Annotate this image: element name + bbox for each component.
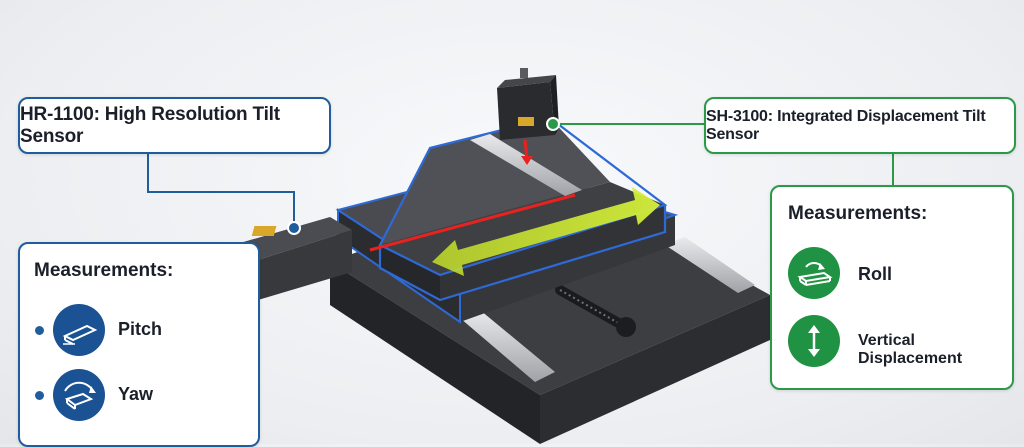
- sh-3100-title-callout: SH-3100: Integrated Displacement Tilt Se…: [704, 97, 1016, 154]
- base-rail-right: [665, 237, 755, 293]
- hr-1100-measurements-panel: Measurements: Pitch Yaw: [18, 242, 260, 447]
- lead-screw: [555, 285, 636, 337]
- sh-3100-sensor: [497, 68, 559, 140]
- measurement-vertical-displacement: Vertical Displacement: [858, 332, 963, 367]
- sh-3100-title: SH-3100: Integrated Displacement Tilt Se…: [706, 107, 986, 143]
- hr-1100-title: HR-1100: High Resolution Tilt Sensor: [20, 103, 280, 147]
- sh-connector-line: [546, 117, 894, 186]
- measurements-heading: Measurements:: [34, 260, 174, 281]
- measurement-roll: Roll: [858, 264, 892, 284]
- yaw-icon: [53, 369, 105, 421]
- sh-3100-measurements-panel: Measurements: Roll Vertical Displacement: [770, 185, 1014, 390]
- top-rail: [470, 134, 582, 196]
- measurements-heading: Measurements:: [788, 203, 928, 224]
- bullet-dot: [35, 326, 44, 335]
- pitch-icon: [53, 304, 105, 356]
- laser-beams: [369, 139, 576, 252]
- measurement-pitch: Pitch: [118, 319, 163, 339]
- roll-icon: [788, 247, 840, 299]
- hr-1100-title-callout: HR-1100: High Resolution Tilt Sensor: [18, 97, 331, 154]
- motion-direction-arrow: [432, 187, 660, 276]
- hr-connector-line: [147, 154, 301, 235]
- vertical-arrows-icon: [788, 315, 840, 367]
- measurement-yaw: Yaw: [118, 384, 154, 404]
- bullet-dot: [35, 391, 44, 400]
- base-rail-front: [460, 310, 555, 382]
